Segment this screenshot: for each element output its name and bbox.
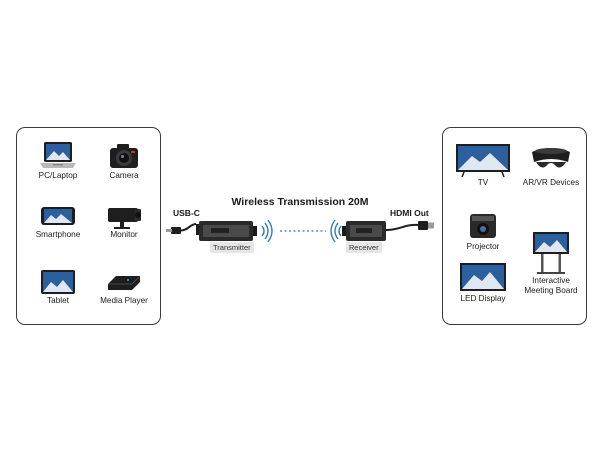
device-label: Camera	[109, 171, 139, 180]
tablet-icon	[41, 270, 75, 294]
device-label: LED Display	[460, 294, 506, 303]
device-label: Smartphone	[35, 230, 81, 239]
media-player-icon	[108, 275, 141, 290]
display-devices-panel: TV AR/VR Devices Projector LED Display	[442, 127, 587, 325]
device-label: Media Player	[100, 296, 148, 305]
source-device-smartphone: Smartphone	[31, 204, 85, 240]
receiver-dongle	[342, 221, 386, 241]
source-device-tablet: Tablet	[31, 268, 85, 306]
smartphone-icon	[41, 207, 75, 225]
display-device-projector: Projector	[451, 208, 515, 252]
source-device-media-player: Media Player	[97, 268, 151, 306]
source-device-camera: Camera	[97, 141, 151, 181]
device-label-line2: Meeting Board	[524, 286, 578, 295]
device-label-line1: Interactive	[532, 276, 570, 285]
camera-icon	[110, 144, 138, 168]
display-device-led-display: LED Display	[451, 262, 515, 304]
transmitter-label: Transmitter	[210, 242, 254, 253]
source-device-pc-laptop: PC/Laptop	[31, 141, 85, 181]
device-label: PC/Laptop	[38, 171, 78, 180]
diagram-title: Wireless Transmission 20M	[231, 196, 369, 208]
led-display-icon	[460, 263, 506, 291]
device-label: Projector	[466, 242, 500, 251]
device-label: TV	[477, 178, 489, 187]
receiver-wifi-icon	[330, 219, 342, 243]
transmitter-wifi-icon	[261, 219, 273, 243]
display-device-ar-vr: AR/VR Devices	[519, 142, 583, 188]
projector-icon	[470, 214, 496, 238]
device-label: Monitor	[110, 230, 138, 239]
hdmi-cable	[385, 221, 434, 231]
security-camera-icon	[108, 208, 141, 229]
meeting-board-icon	[533, 232, 569, 274]
display-device-meeting-board: Interactive Meeting Board	[519, 230, 583, 296]
transmitter-dongle	[199, 221, 257, 241]
hdmi-out-label: HDMI Out	[390, 208, 429, 218]
usb-c-label: USB-C	[173, 208, 200, 218]
tv-icon	[456, 144, 510, 178]
receiver-label: Receiver	[346, 242, 382, 253]
usb-c-cable	[166, 223, 200, 235]
source-device-monitor: Monitor	[97, 204, 151, 240]
display-device-tv: TV	[451, 142, 515, 188]
device-label: Tablet	[47, 296, 69, 305]
laptop-icon	[40, 142, 76, 168]
vr-headset-icon	[532, 148, 570, 168]
device-label: AR/VR Devices	[522, 178, 580, 187]
source-devices-panel: PC/Laptop Camera Smartphone Monitor	[16, 127, 161, 325]
